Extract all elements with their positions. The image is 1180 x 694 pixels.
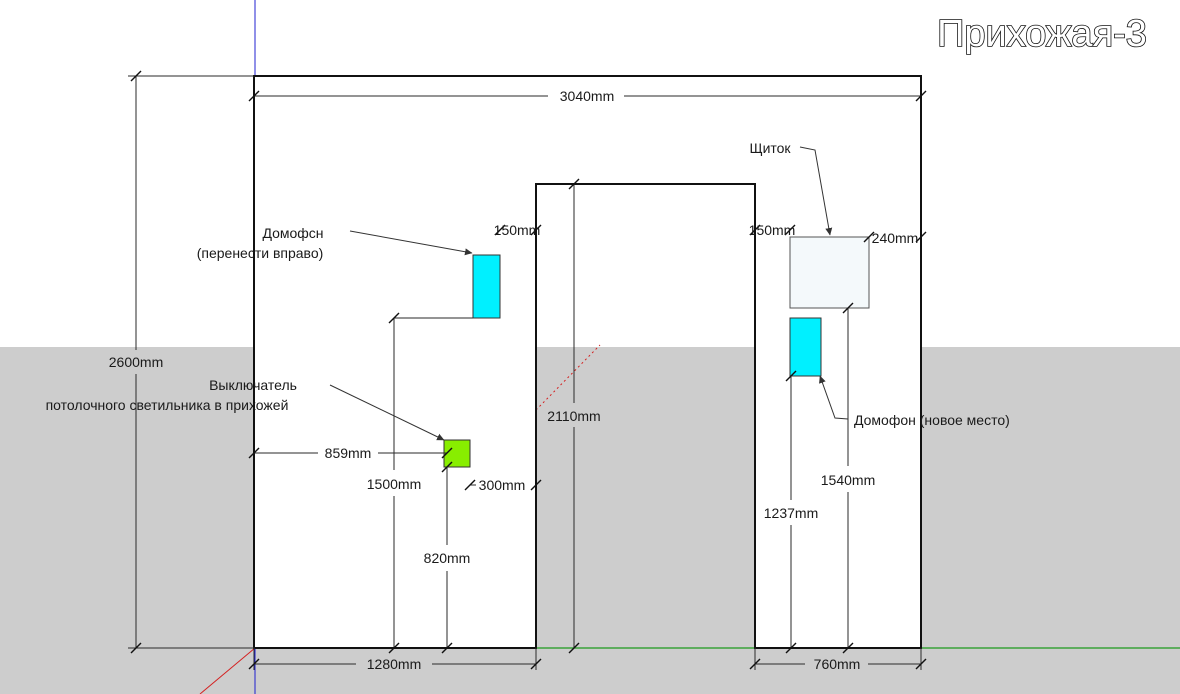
dimension-total-height: 2600mm [109,70,254,654]
dimension-intercom-old-height: 1500mm [367,312,473,654]
dimension-switch-height-label: 820mm [424,550,471,566]
label-panel: Щиток [749,140,791,156]
dimension-right-offset-label: 760mm [814,656,861,672]
leader-intercom-old [349,230,473,256]
dimension-intercom-new-height: 1237mm [764,370,818,654]
dimension-total-height-label: 2600mm [109,354,163,370]
dimension-door-height: 2110mm [547,178,601,654]
wall-outline [253,75,922,649]
dimension-panel-height: 1540mm [821,302,875,654]
dimension-intercom-old-gap-label: 150mm [494,222,541,238]
dimension-panel-right-gap: 240mm [863,230,927,246]
dimension-left-offset-label: 1280mm [367,656,421,672]
label-intercom-old-line2: (перенести вправо) [197,245,324,261]
drawing-title: Прихожая-3 [937,13,1147,55]
dimension-switch-offset: 859mm [248,445,453,461]
dimension-panel-height-label: 1540mm [821,472,875,488]
label-intercom-old-line1: Домофсн [262,225,323,241]
intercom-old-box [472,254,501,319]
leader-panel [799,146,833,236]
leader-intercom-new [819,375,849,420]
dimension-intercom-new-gap: 150mm [749,222,796,238]
ground-background [0,347,1180,694]
dimension-intercom-new-gap-label: 150mm [749,222,796,238]
dimension-left-offset: 1280mm [248,648,542,672]
dimension-door-height-label: 2110mm [547,408,600,424]
red-axis-dotted [535,344,601,411]
red-axis [199,647,256,694]
dimension-intercom-old-height-label: 1500mm [367,476,421,492]
switch-box [443,439,471,468]
dimension-intercom-old-gap: 150mm [494,222,542,238]
electrical-panel-box [789,236,870,309]
dimension-switch-gap: 300mm [464,477,542,493]
dimension-intercom-new-height-label: 1237mm [764,505,818,521]
dimension-total-width: 3040mm [248,88,927,104]
label-switch-line1: Выключатель [209,377,297,393]
dimension-switch-height: 820mm [424,461,471,654]
dimension-switch-offset-label: 859mm [325,445,372,461]
intercom-new-box [789,317,822,377]
dimension-right-offset: 760mm [749,648,927,672]
dimension-panel-right-gap-label: 240mm [872,230,919,246]
dimension-switch-gap-label: 300mm [479,477,526,493]
label-intercom-new: Домофон (новое место) [854,412,1010,428]
leader-switch [329,384,445,441]
dimension-total-width-label: 3040mm [560,88,614,104]
label-switch-line2: потолочного светильника в прихожей [46,397,289,413]
